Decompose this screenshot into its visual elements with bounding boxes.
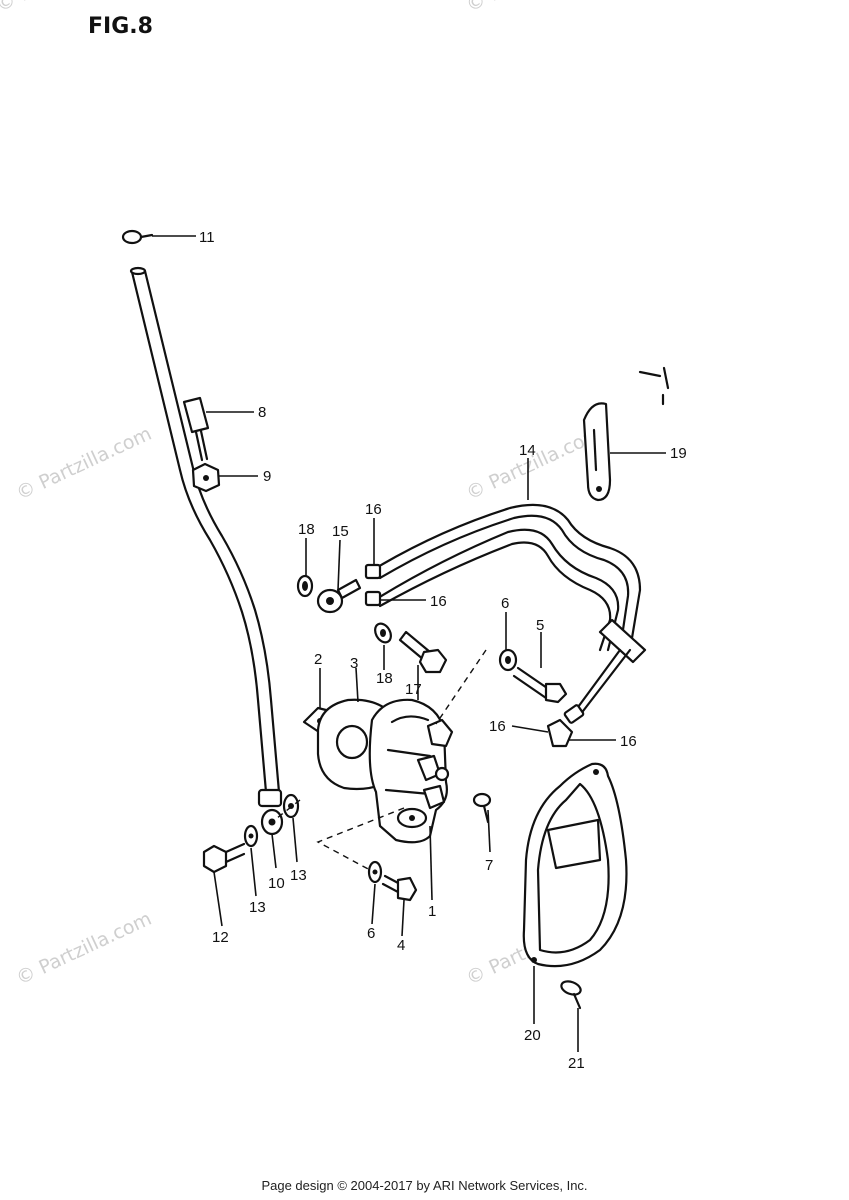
part-9-nut — [191, 462, 221, 493]
callout-7: 7 — [485, 857, 493, 874]
watermark-left: © Partzilla.com — [13, 423, 155, 505]
callout-18-upper: 18 — [298, 521, 315, 538]
callout-1: 1 — [428, 903, 436, 920]
callout-10: 10 — [268, 875, 285, 892]
callout-16-c: 16 — [489, 718, 506, 735]
watermark-bottom-left: © Partzilla.com — [13, 908, 155, 990]
callout-11: 11 — [199, 229, 215, 246]
alignment-lines — [271, 649, 487, 871]
callout-2: 2 — [314, 651, 322, 668]
part-6-washer-upper — [498, 648, 518, 672]
part-20-cover — [522, 762, 628, 968]
figure-title: FIG.8 — [88, 14, 153, 39]
part-7-screw — [472, 792, 492, 824]
callout-9: 9 — [263, 468, 271, 485]
part-8-bolt — [182, 396, 210, 462]
callout-13-left: 13 — [249, 899, 266, 916]
callout-18-lower: 18 — [376, 670, 393, 687]
footer-copyright: Page design © 2004-2017 by ARI Network S… — [261, 1178, 588, 1193]
callout-16-d: 16 — [620, 733, 637, 750]
callout-15: 15 — [332, 523, 349, 540]
callout-21: 21 — [568, 1055, 585, 1072]
leader-lines — [152, 235, 666, 1052]
watermarks: © Partzilla.com © Partzilla.com © Partzi… — [0, 0, 605, 990]
oil-hose — [129, 266, 284, 836]
part-6-washer-lower — [367, 860, 383, 884]
watermark-center: © Partzilla.com — [463, 423, 605, 505]
part-14-oil-pipes — [374, 503, 647, 724]
part-12-bolt — [202, 842, 246, 874]
callout-16-a: 16 — [365, 501, 382, 518]
part-13-washer-left — [243, 824, 259, 848]
callout-16-b: 16 — [430, 593, 447, 610]
callout-13-right: 13 — [290, 867, 307, 884]
callout-19: 19 — [670, 445, 687, 462]
part-11-clip — [121, 229, 154, 245]
part-17-banjo-bolt — [398, 630, 448, 674]
callout-6-lower: 6 — [367, 925, 375, 942]
part-21-screw — [560, 980, 582, 1010]
part-1-oil-pump — [368, 698, 454, 844]
callouts: 11 8 9 19 14 18 15 16 16 6 5 18 17 2 3 1… — [199, 229, 687, 1072]
watermark-top-center: © Partzilla.com — [463, 0, 605, 17]
callout-5: 5 — [536, 617, 544, 634]
part-5-bolt — [512, 666, 568, 704]
part-15-banjo — [316, 578, 362, 614]
part-13-washer-right — [282, 793, 300, 819]
callout-12: 12 — [212, 929, 229, 946]
part-18-washer-lower — [374, 622, 392, 644]
callout-17: 17 — [405, 681, 422, 698]
part-4-bolt — [381, 874, 418, 902]
callout-4: 4 — [397, 937, 405, 954]
part-16-clamps — [364, 563, 574, 748]
part-18-washer-top — [296, 574, 314, 598]
part-19-bracket — [582, 366, 670, 502]
callout-3: 3 — [350, 655, 358, 672]
callout-8: 8 — [258, 404, 266, 421]
callout-14: 14 — [519, 442, 536, 459]
callout-6-upper: 6 — [501, 595, 509, 612]
callout-20: 20 — [524, 1027, 541, 1044]
